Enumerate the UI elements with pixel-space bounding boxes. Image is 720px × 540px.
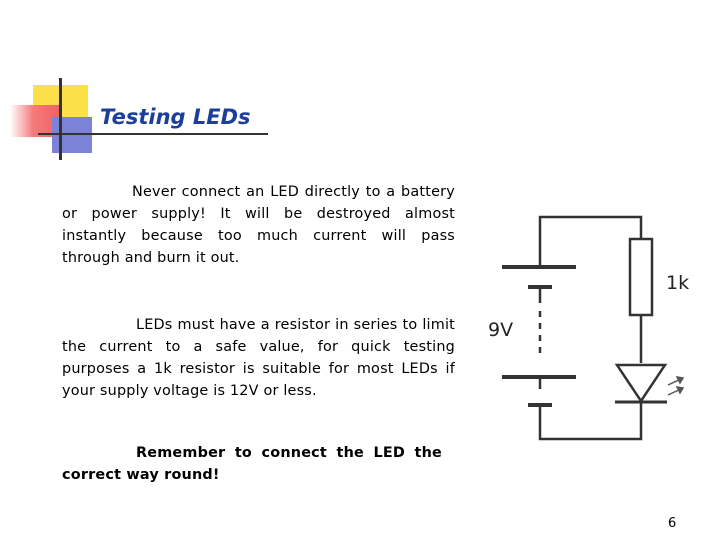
decor-blue-square	[52, 117, 92, 153]
led-symbol	[614, 363, 668, 404]
paragraph-warning-text: Never connect an LED directly to a batte…	[62, 184, 455, 266]
paragraph-resistor: LEDs must have a resistor in series to l…	[62, 314, 455, 402]
resistor-symbol	[628, 237, 654, 317]
resistor-label: 1k	[666, 272, 689, 294]
circuit-wire-bottom	[538, 402, 643, 441]
paragraph-warning: Never connect an LED directly to a batte…	[62, 181, 455, 269]
paragraph-reminder-text: Remember to connect the LED the correct …	[62, 445, 442, 483]
circuit-diagram: 9V 1k	[488, 215, 689, 441]
battery-label: 9V	[488, 319, 513, 341]
paragraph-reminder: Remember to connect the LED the correct …	[62, 442, 442, 486]
decor-vertical-line	[59, 78, 62, 160]
circuit-wire-top	[538, 215, 643, 265]
led-light-arrows	[667, 376, 685, 396]
paragraph-resistor-text: LEDs must have a resistor in series to l…	[62, 317, 455, 399]
page-number: 6	[668, 516, 677, 531]
decor-horizontal-line	[38, 133, 268, 135]
slide-title: Testing LEDs	[100, 105, 251, 129]
